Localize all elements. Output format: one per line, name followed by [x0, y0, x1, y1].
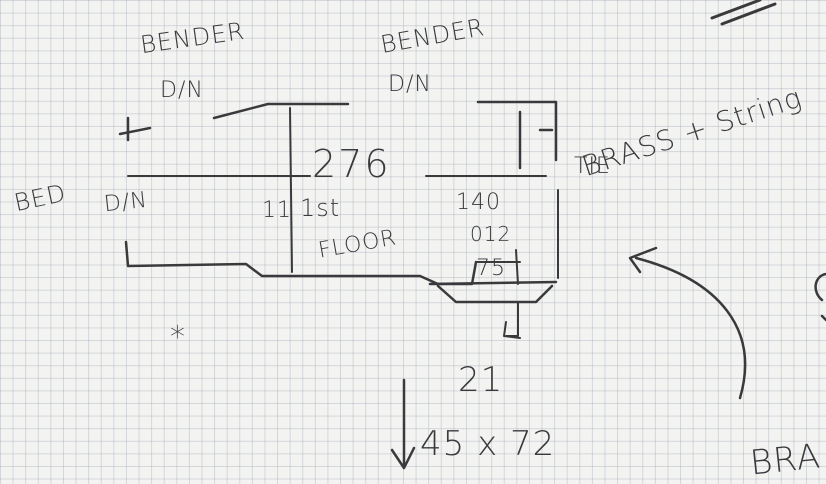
right-bracket: [476, 100, 558, 162]
edge-mark: [814, 272, 826, 322]
bender-right-sub: D/N: [388, 72, 432, 97]
star-mark: *: [170, 320, 186, 355]
bottom-dimension: 45 x 72: [420, 424, 556, 464]
right-dimension-sub: 012: [470, 222, 512, 246]
corner-hatch-lines: [710, 0, 777, 26]
drain-dimension: 21: [458, 360, 504, 400]
step-dimension: 75: [476, 256, 506, 281]
main-dimension: 276: [312, 142, 391, 186]
right-bracket-inner: [518, 110, 554, 170]
roof-slope: [212, 102, 350, 120]
brass-bottom-label: BRA: [748, 436, 823, 484]
curved-arrow: [634, 256, 747, 400]
down-arrow: [390, 378, 416, 470]
curved-arrow-head: [628, 246, 658, 274]
drain-arrow: [503, 301, 521, 339]
floor-number: 11: [262, 198, 292, 223]
right-dimension: 140: [456, 190, 501, 215]
floor-line: [124, 240, 478, 286]
step-detail: [475, 249, 521, 285]
tie-label: TIE: [574, 154, 611, 179]
bed-left-sub: D/N: [102, 187, 149, 218]
center-wall: [289, 107, 293, 273]
basin-shape: [428, 280, 558, 304]
first-floor-label: 1st: [300, 194, 341, 222]
tick-mark: [118, 116, 152, 142]
bender-left-sub: D/N: [160, 78, 204, 103]
